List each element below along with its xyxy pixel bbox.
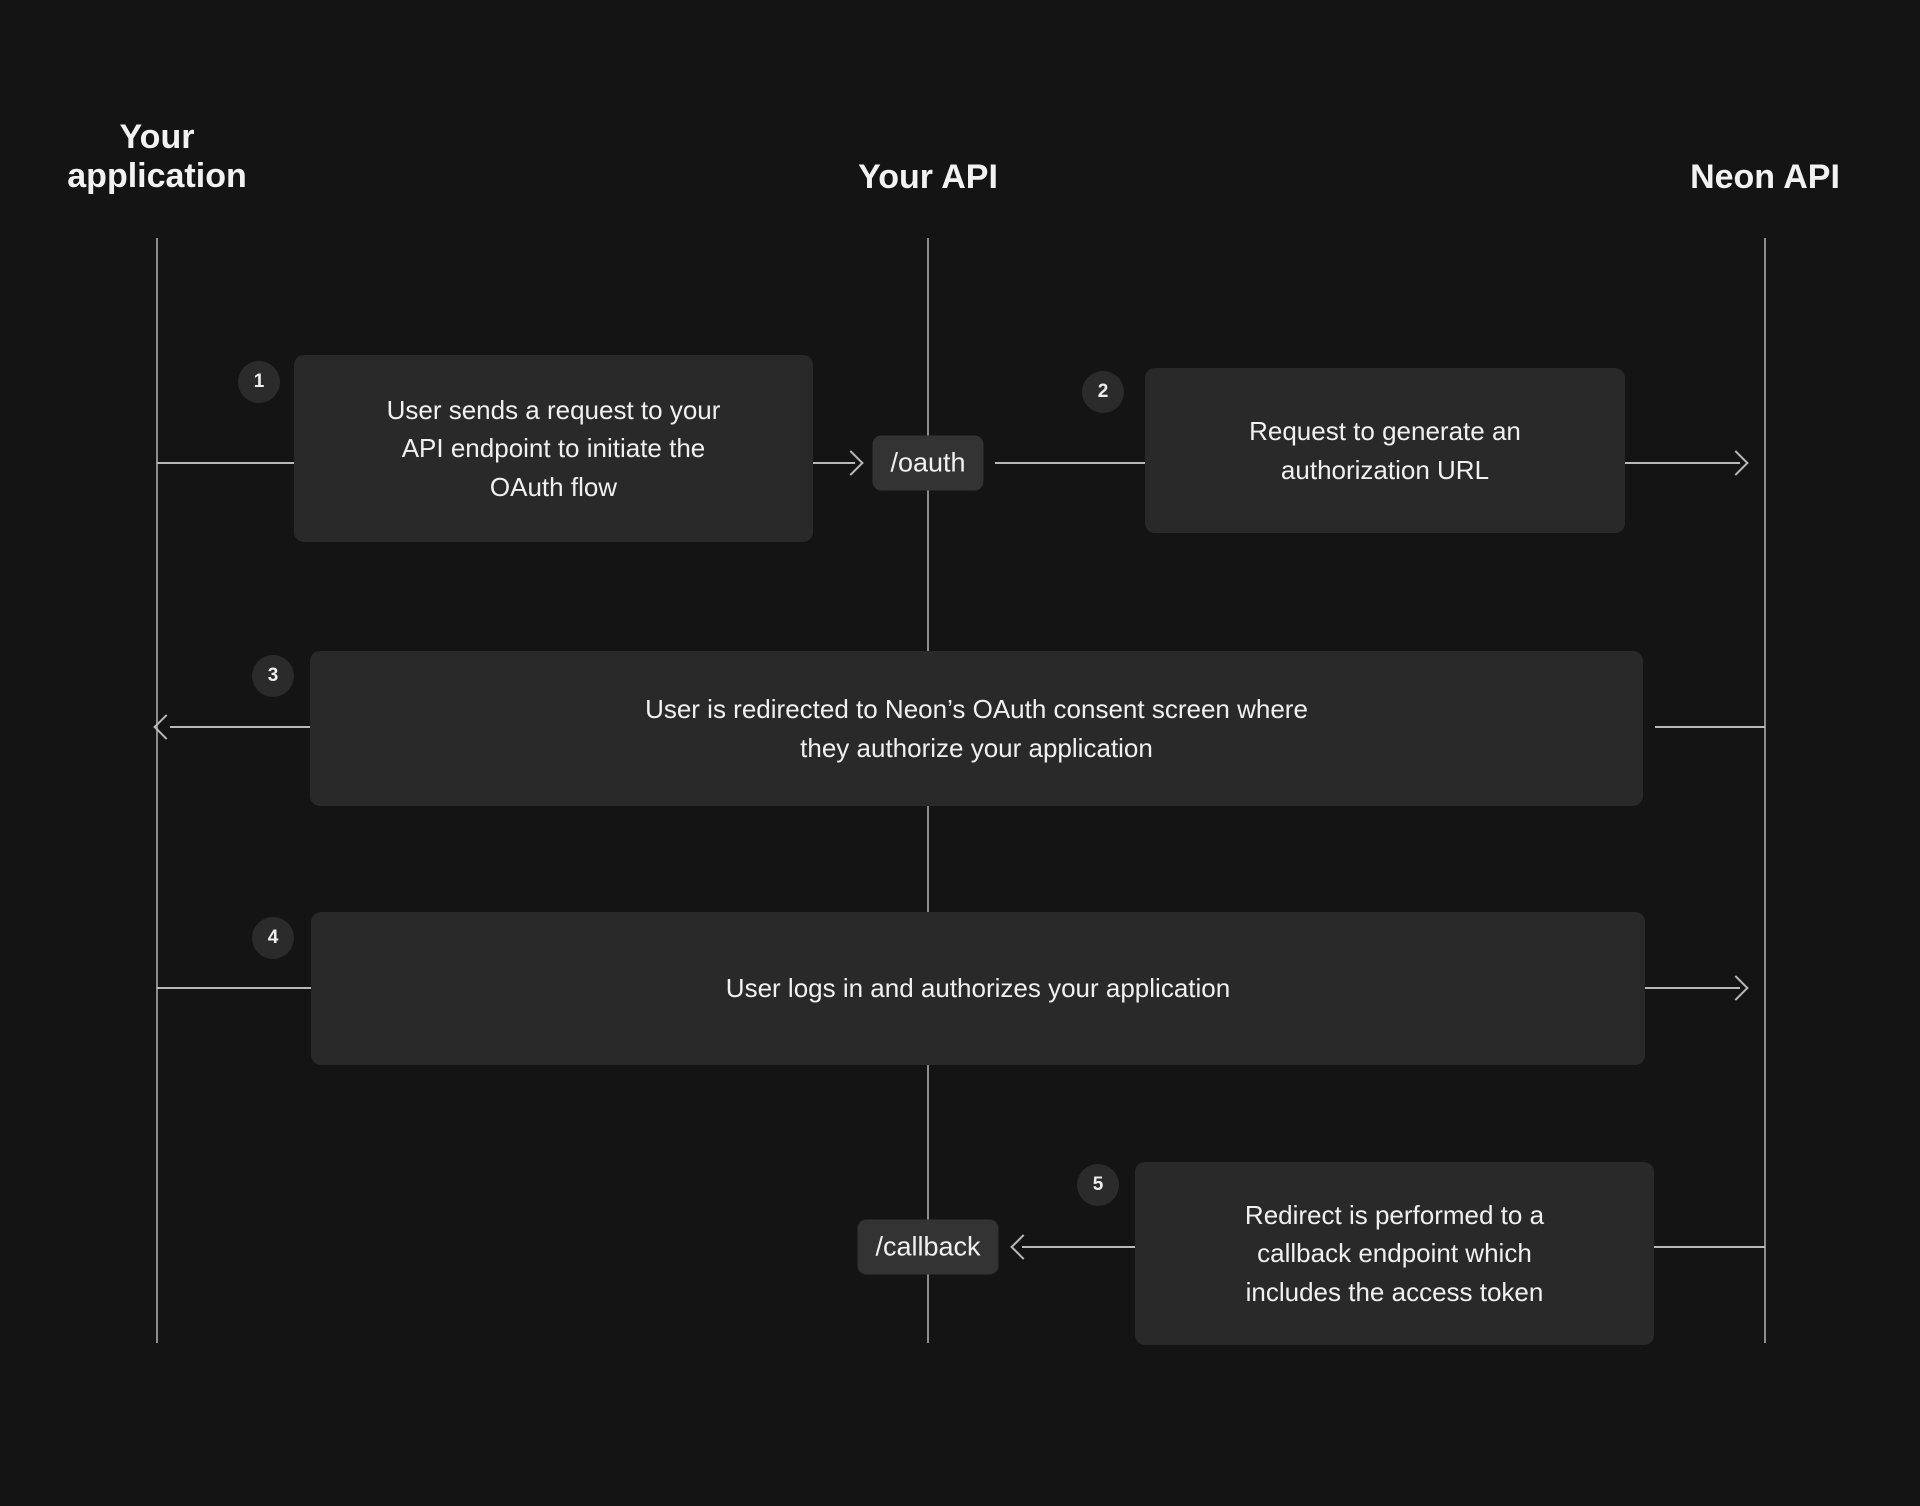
connector-step-2-left: [995, 462, 1145, 464]
lifeline-neon-api: [1764, 238, 1766, 1343]
connector-step-4-right: [1645, 987, 1740, 989]
step-badge-4: 4: [252, 917, 294, 959]
message-box-step-4: User logs in and authorizes your applica…: [311, 912, 1645, 1065]
connector-step-3-right: [1655, 726, 1765, 728]
step-badge-1: 1: [238, 361, 280, 403]
message-line: API endpoint to initiate the: [401, 433, 706, 464]
connector-step-5-left: [1022, 1246, 1135, 1248]
arrowhead-step-5-icon: [1010, 1234, 1036, 1260]
message-line: authorization URL: [1280, 454, 1490, 485]
arrowhead-step-4-icon: [1723, 975, 1749, 1001]
actor-label-your-application: Your application: [67, 118, 247, 196]
message-line: User is redirected to Neon’s OAuth conse…: [645, 694, 1308, 725]
message-line: Request to generate an: [1249, 416, 1521, 447]
endpoint-pill-callback[interactable]: /callback: [857, 1219, 999, 1275]
connector-step-2-right: [1625, 462, 1740, 464]
message-line: includes the access token: [1245, 1276, 1544, 1307]
message-line: User sends a request to your: [386, 395, 721, 426]
connector-step-1-right: [813, 462, 855, 464]
actor-label-neon-api: Neon API: [1690, 158, 1840, 196]
message-line: they authorize your application: [800, 732, 1153, 763]
actor-label-your-api: Your API: [858, 158, 998, 196]
message-line: User logs in and authorizes your applica…: [725, 973, 1231, 1004]
message-line: OAuth flow: [489, 471, 618, 502]
message-line: Redirect is performed to a: [1244, 1200, 1545, 1231]
connector-step-1-left: [157, 462, 297, 464]
message-box-step-2: Request to generate an authorization URL: [1145, 368, 1625, 533]
connector-step-3-left: [170, 726, 310, 728]
endpoint-pill-oauth[interactable]: /oauth: [872, 435, 984, 491]
arrowhead-step-2-icon: [1723, 450, 1749, 476]
connector-step-4-left: [157, 987, 311, 989]
step-badge-3: 3: [252, 655, 294, 697]
step-badge-5: 5: [1077, 1164, 1119, 1206]
message-box-step-5: Redirect is performed to a callback endp…: [1135, 1162, 1654, 1345]
connector-step-5-right: [1654, 1246, 1765, 1248]
lifeline-your-application: [156, 238, 158, 1343]
step-badge-2: 2: [1082, 371, 1124, 413]
message-box-step-3: User is redirected to Neon’s OAuth conse…: [310, 651, 1643, 806]
arrowhead-step-1-icon: [838, 450, 864, 476]
message-box-step-1: User sends a request to your API endpoin…: [294, 355, 813, 542]
message-line: callback endpoint which: [1257, 1238, 1532, 1269]
